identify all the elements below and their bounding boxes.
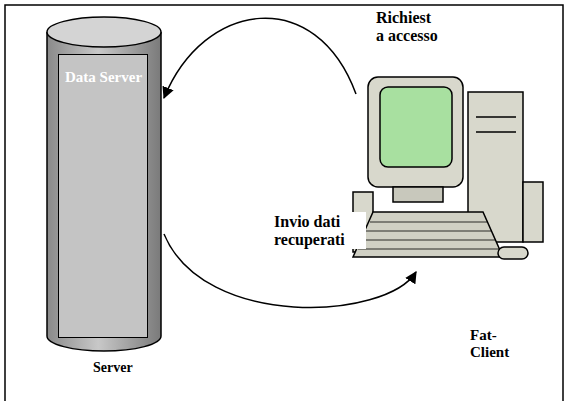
client-computer: Fat- Client xyxy=(348,72,548,372)
computer-icon xyxy=(348,72,548,372)
frame-border xyxy=(5,5,563,401)
data-server-box: Data Server xyxy=(58,54,148,338)
flow-arrow xyxy=(164,18,356,98)
node-caption: Server xyxy=(93,360,133,375)
server-cylinder: ServerData Server xyxy=(45,14,163,352)
edge-label: Richiest a accesso xyxy=(374,8,442,45)
edge-label: Invio dati recuperati xyxy=(272,212,366,249)
node-caption: Fat- Client xyxy=(470,327,522,360)
box-title: Data Server xyxy=(65,69,143,86)
